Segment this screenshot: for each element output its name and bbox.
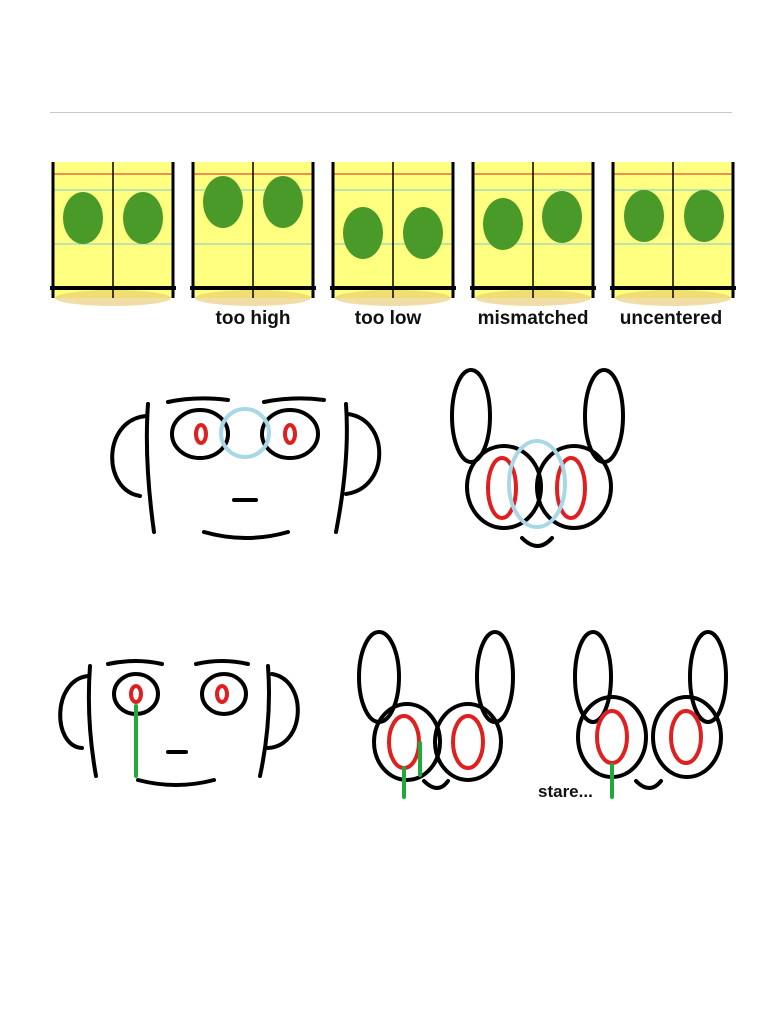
face-human-wide-eyes [100,390,390,550]
caption-too-high: too high [215,308,291,329]
eye-left [624,190,664,242]
eye-left [63,192,103,244]
eye-right [684,190,724,242]
panel-mismatched [470,160,596,306]
eye-left [343,207,383,259]
eye-right [123,192,163,244]
eye-right [403,207,443,259]
panel-too-high [190,160,316,306]
caption-too-low: too low [354,308,422,329]
face-mouse-tear [350,625,530,805]
face-human-tear [50,650,310,800]
eye-left [203,176,243,228]
top-divider [50,112,732,113]
eye-left [483,198,523,250]
stare-label: stare... [538,782,593,801]
face-mouse-wide-eyes [440,360,640,560]
eye-right [263,176,303,228]
panel-uncentered [610,160,736,306]
caption-mismatched: mismatched [477,308,589,329]
panel-correct [50,160,176,306]
face-mouse-stare [565,625,745,805]
eye-right [542,191,582,243]
caption-uncentered: uncentered [619,308,723,329]
panel-too-low [330,160,456,306]
